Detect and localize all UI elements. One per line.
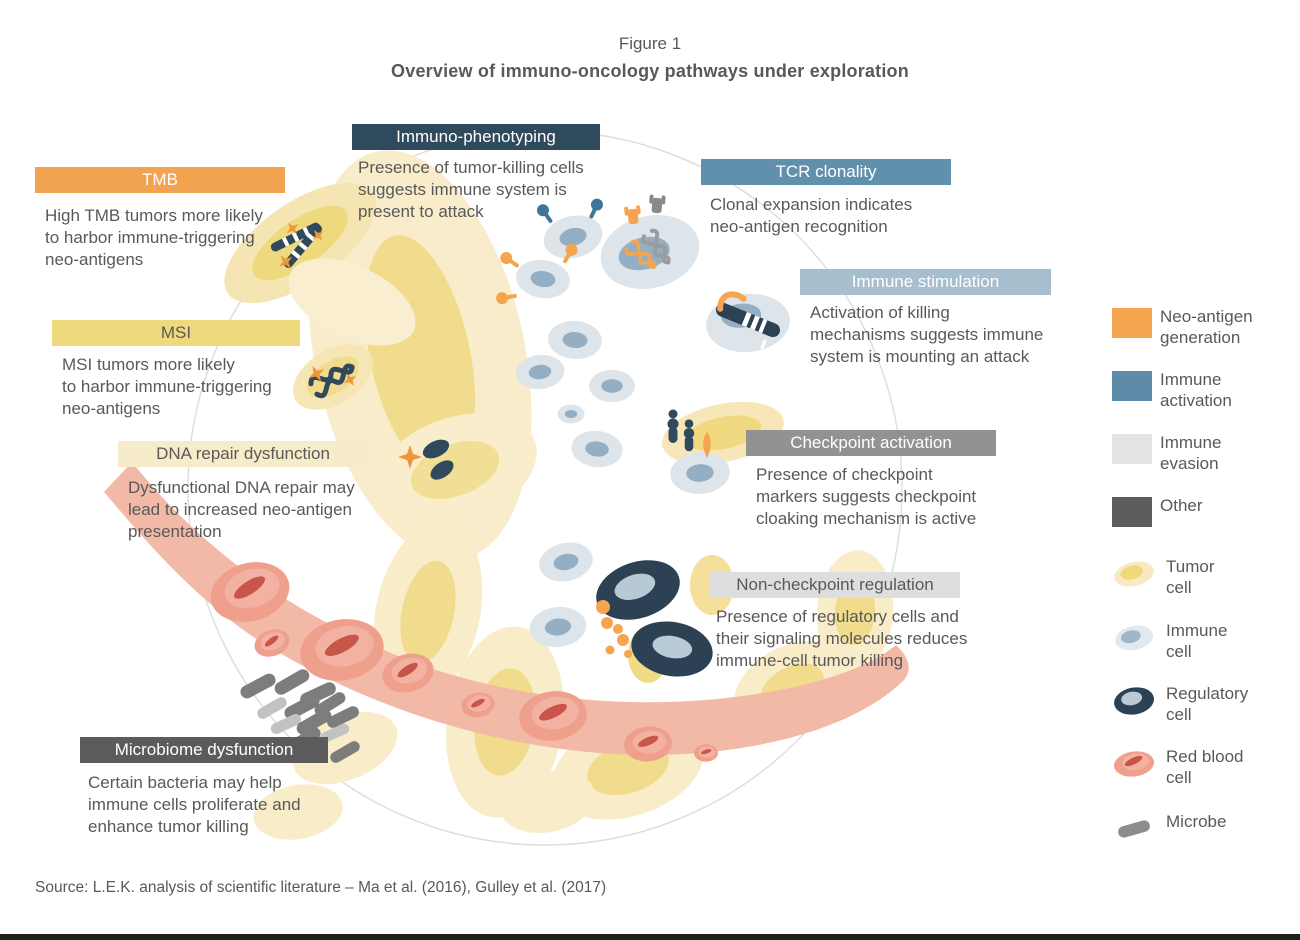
callout-header-microbiome-dysfunction: Microbiome dysfunction (80, 737, 328, 763)
callout-desc-microbiome-dysfunction: Certain bacteria may help immune cells p… (88, 773, 301, 836)
killing-mechanism-icon (715, 291, 781, 350)
legend-item-immune-evasion: Immune evasion (1112, 432, 1221, 474)
legend-label: Red blood cell (1166, 747, 1244, 787)
regulatory-cell-icon (1114, 687, 1154, 715)
immune-activation-swatch (1112, 371, 1152, 401)
callout-desc-tcr-clonality: Clonal expansion indicates neo-antigen r… (710, 195, 913, 236)
legend-label: Microbe (1166, 812, 1227, 831)
callout-header-checkpoint-activation: Checkpoint activation (746, 430, 996, 456)
callout-header-non-checkpoint-regulation: Non-checkpoint regulation (710, 572, 960, 598)
legend-item-immune-activation: Immune activation (1112, 369, 1232, 411)
callout-header-immuno-phenotyping: Immuno-phenotyping (352, 124, 600, 150)
page-bottom-edge (0, 934, 1300, 940)
callout-desc-immune-stimulation: Activation of killing mechanisms suggest… (810, 303, 1044, 366)
legend-item-neo-antigen-generation: Neo-antigen generation (1112, 306, 1253, 348)
legend-label: Other (1160, 496, 1203, 515)
microbe-icon (1118, 820, 1150, 838)
immune-evasion-swatch (1112, 434, 1152, 464)
other-swatch (1112, 497, 1152, 527)
legend-item-red-blood-cell: Red blood cell (1112, 746, 1244, 788)
chromosome-icon (270, 218, 328, 274)
callout-desc-dna-repair-dysfunction: Dysfunctional DNA repair may lead to inc… (128, 478, 355, 541)
legend-label: Immune activation (1160, 370, 1232, 410)
callout-header-dna-repair-dysfunction: DNA repair dysfunction (118, 441, 368, 467)
source-note: Source: L.E.K. analysis of scientific li… (35, 879, 607, 896)
signaling-molecule-dots (596, 600, 632, 658)
neo-antigen-generation-swatch (1112, 308, 1152, 338)
legend-label: Immune evasion (1160, 433, 1222, 473)
legend-item-microbe: Microbe (1112, 811, 1226, 847)
immune-cell-icon (1115, 625, 1153, 651)
figure-label: Figure 1 (618, 34, 682, 53)
callout-desc-tmb: High TMB tumors more likely to harbor im… (45, 206, 263, 269)
red-blood-cell-icon (1114, 751, 1155, 777)
regulatory-cells (596, 560, 713, 677)
legend-item-tumor-cell: Tumor cell (1112, 556, 1215, 598)
tumor-cell-icon (1114, 561, 1154, 587)
legend-item-immune-cell: Immune cell (1112, 620, 1227, 662)
legend-item-regulatory-cell: Regulatory cell (1112, 683, 1248, 725)
callout-header-immune-stimulation: Immune stimulation (800, 269, 1051, 295)
dna-break-icon (398, 439, 454, 480)
legend-item-other: Other (1112, 495, 1203, 527)
callout-header-tcr-clonality: TCR clonality (701, 159, 951, 185)
checkpoint-marker-icons (667, 409, 711, 458)
callout-desc-non-checkpoint-regulation: Presence of regulatory cells and their s… (716, 607, 968, 670)
callout-header-tmb: TMB (35, 167, 285, 193)
callout-desc-msi: MSI tumors more likely to harbor immune-… (62, 355, 272, 418)
legend-label: Neo-antigen generation (1160, 307, 1253, 347)
legend-label: Tumor cell (1166, 557, 1215, 597)
callout-desc-immuno-phenotyping: Presence of tumor-killing cells suggests… (358, 158, 584, 221)
legend-label: Regulatory cell (1166, 684, 1249, 724)
legend-label: Immune cell (1166, 621, 1228, 661)
figure-titles: Figure 1 Overview of immuno-oncology pat… (0, 34, 1300, 82)
callout-desc-checkpoint-activation: Presence of checkpoint markers suggests … (756, 465, 977, 528)
callout-header-msi: MSI (52, 320, 300, 346)
figure-title: Overview of immuno-oncology pathways und… (391, 61, 909, 81)
